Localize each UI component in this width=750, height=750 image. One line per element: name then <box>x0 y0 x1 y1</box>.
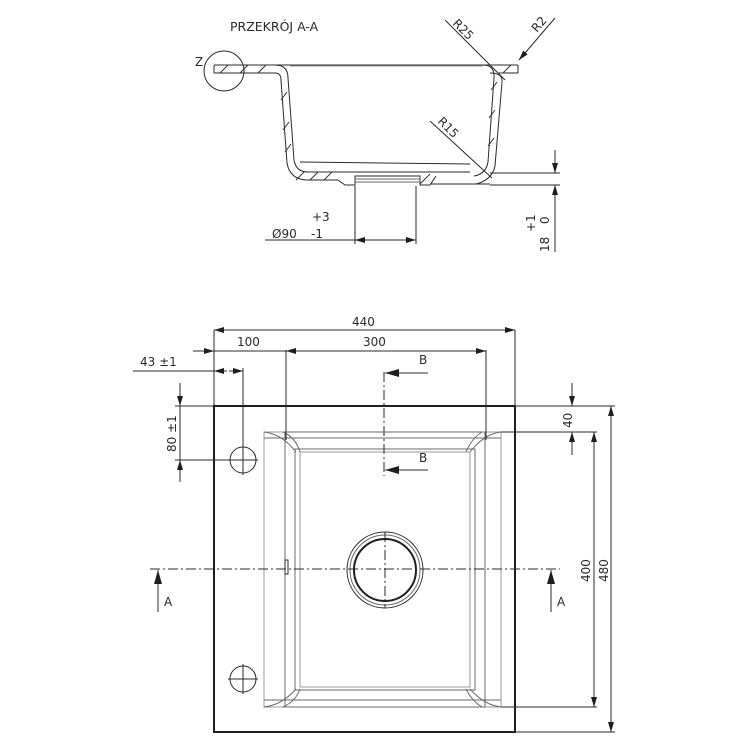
radius-r15: R15 <box>435 114 462 141</box>
depth-dimension: 18 0 +1 <box>490 150 560 252</box>
radius-r25: R25 <box>450 16 477 43</box>
dimension-bowl-length: 400 <box>501 432 597 708</box>
dim-400: 400 <box>579 559 593 582</box>
depth-upper-tol: +1 <box>524 214 538 232</box>
dim-40: 40 <box>561 413 575 428</box>
overflow-slot <box>284 559 289 575</box>
drain-diameter-upper-tol: +3 <box>312 210 330 224</box>
dimension-offset-100: 100 <box>193 335 287 440</box>
sink-flange-section <box>213 64 519 74</box>
section-marker-a-left: A <box>164 595 173 609</box>
drain-diameter-lower-tol: -1 <box>311 227 323 241</box>
radius-r2: R2 <box>529 14 550 35</box>
section-view-a-a: PRZEKRÓJ A-A Z <box>195 14 560 252</box>
section-line-b-b: B B <box>383 353 428 476</box>
dimension-hole-x: 43 ±1 <box>133 355 244 446</box>
depth-value: 18 <box>538 237 552 252</box>
dim-480: 480 <box>597 559 611 582</box>
plan-view: A A B B 440 100 300 <box>133 315 615 733</box>
dim-440: 440 <box>352 315 375 329</box>
detail-z-label: Z <box>195 55 203 69</box>
bowl-wall-section <box>274 64 503 185</box>
dim-100: 100 <box>237 335 260 349</box>
dimension-bowl-width: 300 <box>286 335 487 440</box>
detail-z-marker: Z <box>195 50 245 92</box>
drain-hole <box>346 531 424 609</box>
drain-recess-section <box>337 175 490 186</box>
drain-diameter-value: Ø90 <box>272 227 297 241</box>
tap-hole-top <box>228 445 258 475</box>
dimension-overall-width: 440 <box>213 315 516 405</box>
detail-circle <box>203 50 245 92</box>
section-title: PRZEKRÓJ A-A <box>230 19 319 34</box>
dim-80: 80 ±1 <box>165 415 179 452</box>
depth-lower-tol: 0 <box>538 216 552 224</box>
dimension-top-margin: 40 <box>501 383 615 455</box>
dim-300: 300 <box>363 335 386 349</box>
dimension-hole-y: 80 ±1 <box>165 383 230 482</box>
section-line-a-a: A A <box>150 568 566 612</box>
drain-diameter-dimension: Ø90 -1 +3 <box>265 186 417 244</box>
dimension-overall-length: 480 <box>515 406 615 733</box>
section-marker-b-bottom: B <box>419 451 427 465</box>
dim-43: 43 ±1 <box>140 355 177 369</box>
tap-hole-bottom <box>228 664 258 694</box>
section-marker-a-right: A <box>557 595 566 609</box>
section-marker-b-top: B <box>419 353 427 367</box>
